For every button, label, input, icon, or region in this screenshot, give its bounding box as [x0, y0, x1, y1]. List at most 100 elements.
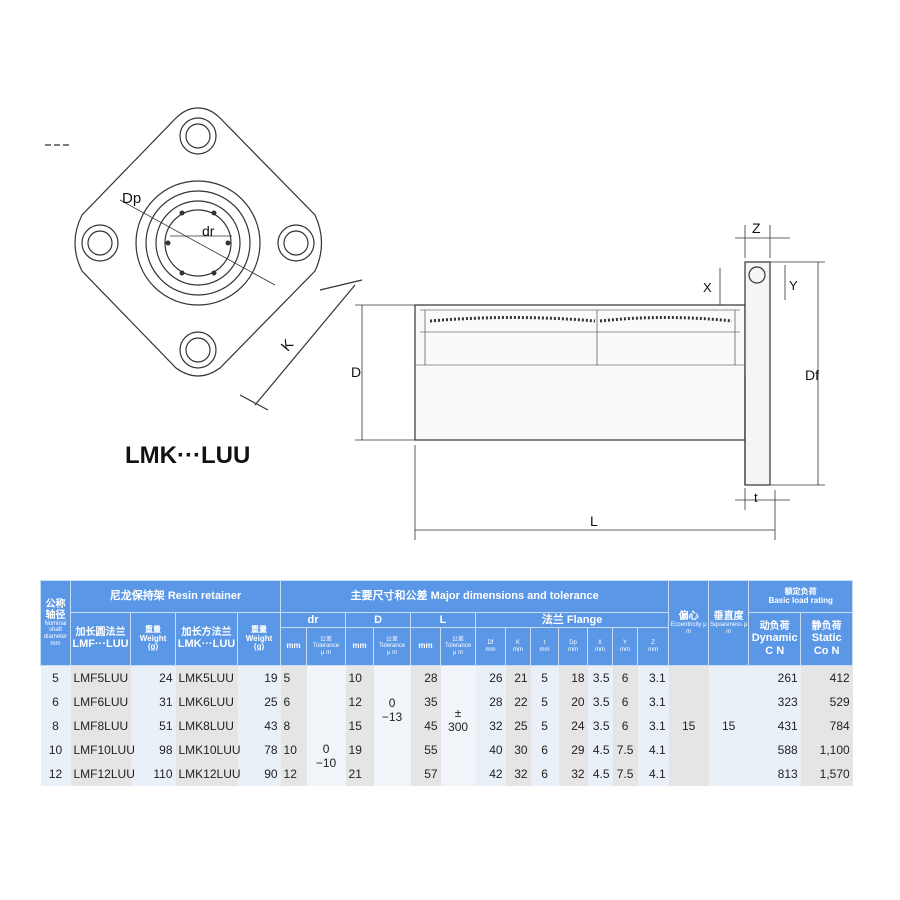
cell-x: 3.5: [587, 690, 613, 714]
L-tolerance: ± 300: [440, 665, 476, 786]
cell-dyn: 431: [748, 714, 801, 738]
cell-z: 4.1: [637, 738, 669, 762]
cell-l: 28: [410, 665, 441, 690]
technical-drawing: Dp dr K LMK···LUU D L Df Z X Y t: [45, 107, 825, 540]
cell-stat: 529: [800, 690, 853, 714]
header-D-mm: mm: [345, 627, 375, 666]
cell-shaft: 5: [40, 665, 71, 690]
cell-z: 3.1: [637, 714, 669, 738]
cell-lmf: LMF5LUU: [70, 665, 131, 690]
cell-stat: 412: [800, 665, 853, 690]
cell-df: 26: [475, 665, 506, 690]
cell-df: 28: [475, 690, 506, 714]
header-resin-retainer: 尼龙保持架 Resin retainer: [69, 580, 282, 613]
dr-tol-upper: 0: [322, 742, 330, 756]
cell-shaft: 12: [40, 762, 71, 786]
cell-d: 12: [345, 690, 374, 714]
side-view: [355, 225, 825, 540]
cell-dr: 5: [280, 665, 307, 690]
squareness-value: 15: [708, 665, 749, 786]
cell-dp: 24: [558, 714, 588, 738]
cell-dyn: 261: [748, 665, 801, 690]
cell-l: 35: [410, 690, 441, 714]
cell-lmf: LMF6LUU: [70, 690, 131, 714]
cell-shaft: 8: [40, 714, 71, 738]
cell-dp: 32: [558, 762, 588, 786]
cell-y: 7.5: [612, 738, 638, 762]
cell-y: 6: [612, 714, 638, 738]
header-D: D: [345, 612, 412, 628]
squareness-text: 15: [721, 719, 736, 733]
D-tolerance: 0−13: [373, 665, 411, 786]
cell-t: 5: [530, 665, 559, 690]
cell-lmf: LMF8LUU: [70, 714, 131, 738]
cell-shaft: 6: [40, 690, 71, 714]
cell-lmf: LMF10LUU: [70, 738, 135, 762]
cell-t: 5: [530, 690, 559, 714]
cell-w2: 43: [237, 714, 281, 738]
cell-df: 40: [475, 738, 506, 762]
cell-l: 57: [410, 762, 441, 786]
cell-z: 3.1: [637, 690, 669, 714]
cell-w1: 24: [130, 665, 176, 690]
cell-lmk: LMK8LUU: [175, 714, 238, 738]
model-title: LMK···LUU: [125, 442, 250, 469]
cell-x: 3.5: [587, 714, 613, 738]
cell-shaft: 10: [40, 738, 71, 762]
cell-y: 6: [612, 690, 638, 714]
cell-df: 42: [475, 762, 506, 786]
cell-dyn: 588: [748, 738, 801, 762]
cell-dp: 18: [558, 665, 588, 690]
label-x: X: [703, 280, 712, 295]
cell-d: 10: [345, 665, 374, 690]
cell-k: 21: [505, 665, 531, 690]
cell-d: 19: [345, 738, 374, 762]
cell-lmf: LMF12LUU: [70, 762, 135, 786]
cell-k: 30: [505, 738, 531, 762]
cell-z: 3.1: [637, 665, 669, 690]
header-dr: dr: [280, 612, 347, 628]
label-df: Df: [805, 367, 819, 383]
cell-w1: 31: [130, 690, 176, 714]
cell-y: 6: [612, 665, 638, 690]
cell-y: 7.5: [612, 762, 638, 786]
label-dp: Dp: [122, 190, 141, 207]
eccentricity-text: 15: [681, 719, 696, 733]
label-y: Y: [789, 278, 798, 293]
cell-d: 15: [345, 714, 374, 738]
cell-w2: 25: [237, 690, 281, 714]
cell-dyn: 813: [748, 762, 801, 786]
cell-w1: 51: [130, 714, 176, 738]
cell-t: 6: [530, 738, 559, 762]
cell-lmk: LMK12LUU: [175, 762, 241, 786]
cell-stat: 1,100: [800, 738, 853, 762]
cell-stat: 1,570: [800, 762, 853, 786]
label-l: L: [590, 513, 598, 529]
cell-dp: 20: [558, 690, 588, 714]
cell-w1: 98: [130, 738, 176, 762]
cell-lmk: LMK5LUU: [175, 665, 238, 690]
cell-dr: 8: [280, 714, 307, 738]
cell-dr: 12: [280, 762, 307, 786]
square-flange-outline: [74, 107, 323, 377]
